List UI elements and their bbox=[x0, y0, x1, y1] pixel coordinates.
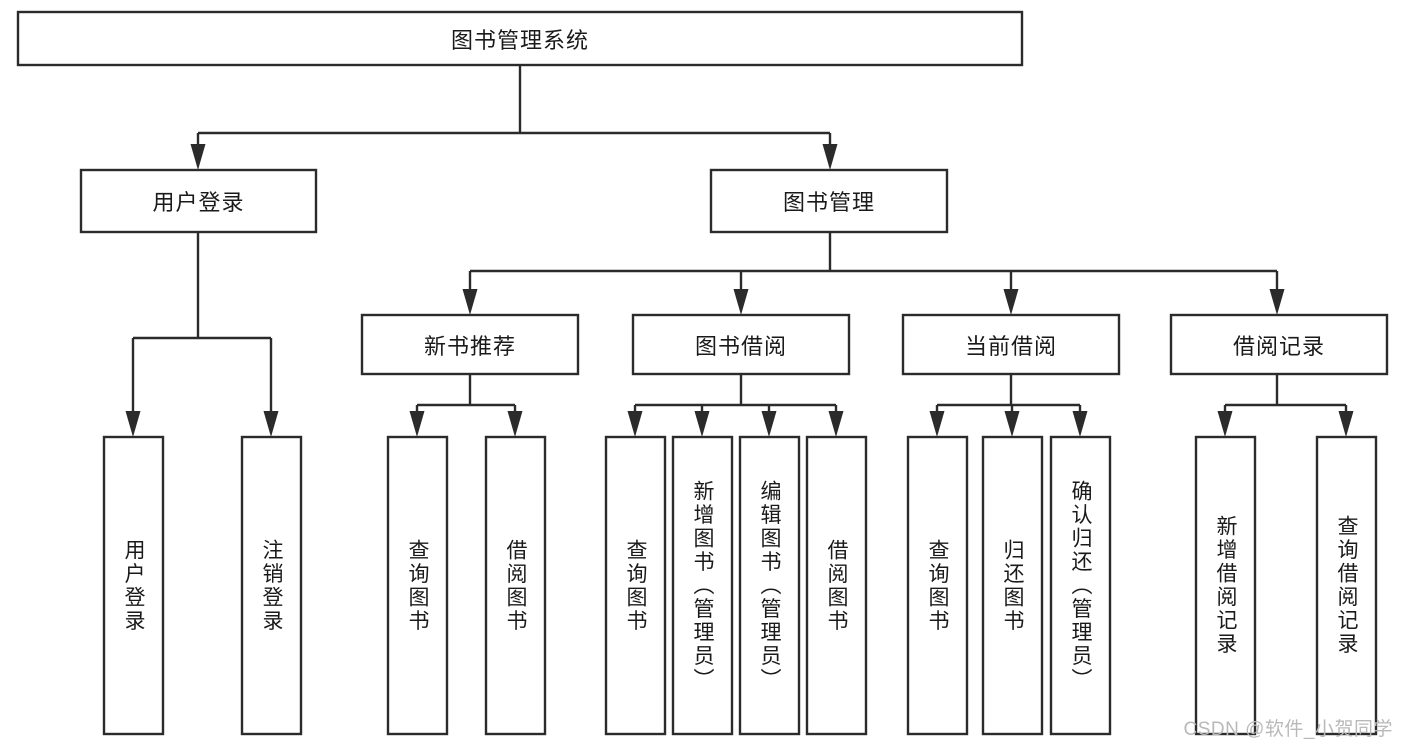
leaf-node-leaf-edit-book-box[interactable] bbox=[738, 435, 801, 736]
leaf-node-leaf-add-record-box[interactable] bbox=[1194, 435, 1257, 736]
book-borrow-drop-2-arrowhead-icon bbox=[761, 411, 777, 437]
leaf-node-leaf-query-book-3-box[interactable] bbox=[906, 435, 969, 736]
leaf-node-leaf-add-book-box[interactable] bbox=[671, 435, 734, 736]
current-borrow-drop-1-arrowhead-icon bbox=[1004, 411, 1020, 437]
level2-node-book-manage-box[interactable] bbox=[709, 168, 949, 234]
connector-layer bbox=[125, 65, 1354, 437]
user-login-drop-0-arrowhead-icon bbox=[125, 411, 141, 437]
book-manage-drop-2-arrowhead-icon bbox=[1003, 289, 1019, 315]
root-drop-0-arrowhead-icon bbox=[190, 144, 206, 170]
root-node-book-management-system-box[interactable] bbox=[16, 10, 1024, 67]
book-borrow-drop-1-arrowhead-icon bbox=[694, 411, 710, 437]
leaf-node-leaf-query-book-1-box[interactable] bbox=[386, 435, 449, 736]
book-borrow-drop-0-arrowhead-icon bbox=[627, 411, 643, 437]
leaf-node-leaf-query-book-2-box[interactable] bbox=[604, 435, 667, 736]
leaf-node-leaf-return-book-box[interactable] bbox=[981, 435, 1044, 736]
book-manage-drop-0-arrowhead-icon bbox=[462, 289, 478, 315]
book-borrow-drop-3-arrowhead-icon bbox=[828, 411, 844, 437]
current-borrow-drop-0-arrowhead-icon bbox=[929, 411, 945, 437]
level3-node-new-book-rec-box[interactable] bbox=[360, 313, 580, 376]
leaf-node-leaf-confirm-return-box[interactable] bbox=[1049, 435, 1112, 736]
book-manage-drop-1-arrowhead-icon bbox=[733, 289, 749, 315]
leaf-node-leaf-query-record-box[interactable] bbox=[1315, 435, 1378, 736]
leaf-node-leaf-borrow-book-2-box[interactable] bbox=[805, 435, 868, 736]
user-login-drop-1-arrowhead-icon bbox=[263, 411, 279, 437]
book-manage-drop-3-arrowhead-icon bbox=[1269, 289, 1285, 315]
level3-node-current-borrow-box[interactable] bbox=[901, 313, 1121, 376]
new-book-rec-drop-1-arrowhead-icon bbox=[507, 411, 523, 437]
leaf-node-leaf-user-login-box[interactable] bbox=[102, 435, 165, 736]
leaf-node-leaf-borrow-book-1-box[interactable] bbox=[484, 435, 547, 736]
leaf-node-leaf-logout-box[interactable] bbox=[240, 435, 303, 736]
current-borrow-drop-2-arrowhead-icon bbox=[1072, 411, 1088, 437]
level3-node-borrow-record-box[interactable] bbox=[1169, 313, 1389, 376]
level3-node-book-borrow-box[interactable] bbox=[631, 313, 851, 376]
new-book-rec-drop-0-arrowhead-icon bbox=[409, 411, 425, 437]
root-drop-1-arrowhead-icon bbox=[822, 144, 838, 170]
level2-node-user-login-box[interactable] bbox=[79, 168, 318, 234]
node-box-layer bbox=[16, 10, 1389, 736]
borrow-record-drop-1-arrowhead-icon bbox=[1338, 411, 1354, 437]
borrow-record-drop-0-arrowhead-icon bbox=[1217, 411, 1233, 437]
